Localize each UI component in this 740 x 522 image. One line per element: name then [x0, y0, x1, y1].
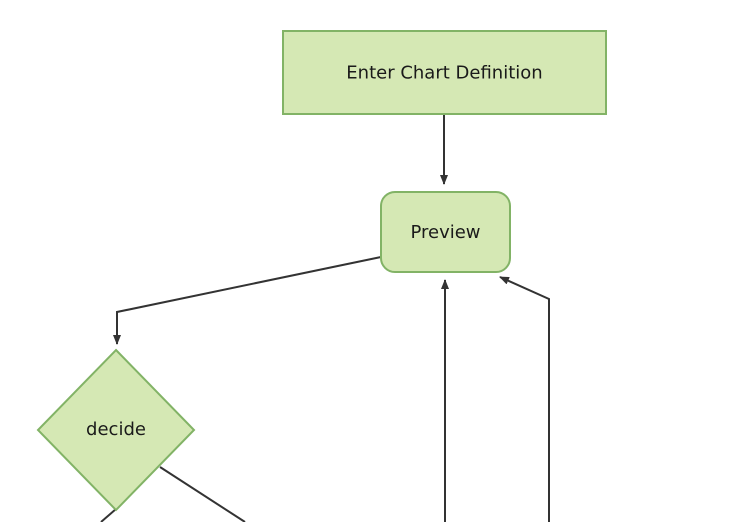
edge-preview-to-decide: [113, 256, 382, 345]
node-decide-label: decide: [86, 419, 146, 440]
edge-decide-right-out: [159, 466, 246, 522]
node-decide[interactable]: decide: [36, 348, 196, 512]
edge-bottom-right-to-preview: [499, 276, 550, 522]
node-enter-chart-definition[interactable]: Enter Chart Definition: [282, 30, 607, 115]
node-enter-chart-definition-shape[interactable]: [282, 30, 607, 115]
edge-decide-bottom-out: [100, 508, 117, 522]
node-preview-label: Preview: [410, 222, 480, 243]
node-preview[interactable]: Preview: [380, 191, 511, 273]
node-enter-chart-definition-label: Enter Chart Definition: [346, 63, 542, 84]
edge-layer: [100, 114, 550, 522]
node-preview-shape[interactable]: [380, 191, 511, 273]
node-decide-shape[interactable]: [36, 348, 196, 512]
